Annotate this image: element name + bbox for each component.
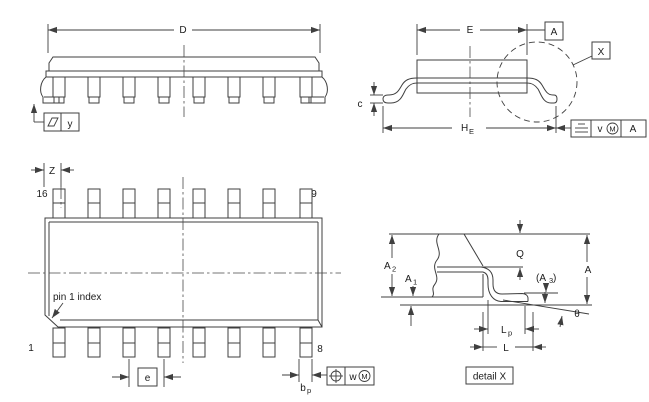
top-view: Z 16 9 1 8 pin 1 index e b p bbox=[28, 163, 375, 395]
tolerance-v-modifier: M bbox=[609, 125, 615, 134]
he-tolerance-frame: v M A bbox=[556, 119, 647, 138]
dim-e-label: E bbox=[467, 25, 474, 36]
dim-a3-close: ) bbox=[553, 273, 556, 284]
dim-pitch-label: e bbox=[145, 373, 151, 384]
max-material-symbol-icon bbox=[606, 122, 619, 135]
pin8-number: 8 bbox=[317, 344, 323, 355]
detail-x-ref-box bbox=[591, 41, 611, 60]
bottom-row-pins bbox=[52, 327, 313, 358]
dim-a3-sub: 3 bbox=[549, 276, 553, 285]
dim-a1-label: A bbox=[405, 274, 412, 285]
dim-lp-sub: p bbox=[508, 329, 512, 338]
tolerance-v-datum: A bbox=[630, 124, 637, 135]
detail-x-view: Q (A 3 ) A 2 A 1 A θ L p bbox=[381, 220, 595, 385]
dim-q-label: Q bbox=[516, 249, 524, 260]
dim-z-label: Z bbox=[49, 166, 55, 177]
dim-he-sub: E bbox=[469, 127, 474, 136]
dim-a1-sub: 1 bbox=[413, 278, 417, 287]
tolerance-w-modifier: M bbox=[361, 372, 367, 381]
max-material-symbol-icon bbox=[358, 370, 371, 382]
dim-c-label: c bbox=[358, 99, 363, 110]
pin9-number: 9 bbox=[311, 189, 317, 200]
dim-a2-label: A bbox=[384, 261, 391, 272]
dim-d-label: D bbox=[179, 25, 186, 36]
position-symbol-icon bbox=[329, 369, 343, 383]
detail-caption-box bbox=[465, 366, 514, 385]
body-break-line bbox=[431, 233, 440, 298]
dim-he-label: H bbox=[461, 123, 468, 134]
dim-lp-label: L bbox=[501, 325, 507, 336]
pin1-index-label: pin 1 index bbox=[53, 292, 101, 303]
dim-theta-label: θ bbox=[574, 309, 580, 320]
pin16-number: 16 bbox=[36, 189, 48, 200]
dim-l-label: L bbox=[503, 343, 509, 354]
top-row-pins bbox=[52, 188, 313, 219]
parallelogram-symbol-icon bbox=[47, 117, 59, 127]
side-view-pins bbox=[52, 76, 313, 104]
detail-x-ref-label: X bbox=[598, 47, 605, 58]
bp-tolerance-frame: w M bbox=[326, 366, 375, 386]
dim-bp-sub: p bbox=[307, 386, 311, 395]
datum-a-label: A bbox=[551, 27, 558, 38]
pin1-number: 1 bbox=[28, 343, 34, 354]
package-body-outline bbox=[44, 217, 323, 328]
dim-a2-sub: 2 bbox=[392, 265, 396, 274]
datum-y-label: y bbox=[68, 119, 73, 130]
dim-e-box bbox=[137, 367, 158, 387]
tolerance-w-label: w bbox=[348, 372, 357, 383]
dim-bp-label: b bbox=[300, 383, 306, 394]
tolerance-v-label: v bbox=[598, 124, 603, 135]
symmetry-symbol-icon bbox=[575, 123, 588, 133]
datum-y-callout: y bbox=[30, 104, 80, 132]
side-view: D y bbox=[30, 24, 328, 132]
detail-x-circle bbox=[496, 41, 578, 123]
datum-a-box bbox=[544, 21, 564, 41]
dim-a-label: A bbox=[585, 265, 592, 276]
detail-caption-label: detail X bbox=[473, 372, 507, 383]
end-view: E A c X H E bbox=[358, 21, 647, 138]
dim-a3-label: (A bbox=[536, 273, 546, 284]
